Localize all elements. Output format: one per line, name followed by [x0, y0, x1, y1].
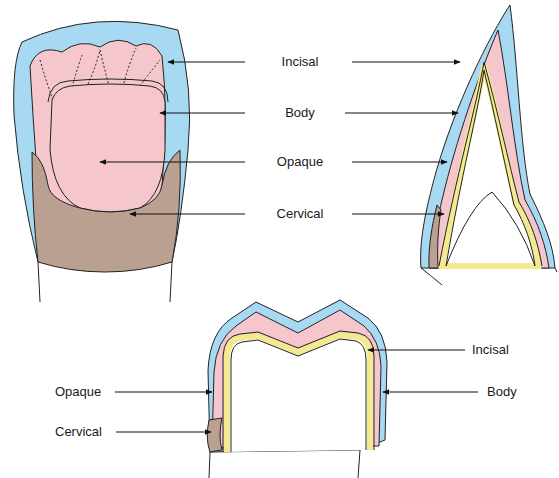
- incisal-layer: [421, 5, 555, 268]
- coping-outline: [439, 62, 542, 266]
- leader-arrow: [368, 349, 465, 350]
- leader-arrow: [352, 161, 447, 162]
- leader-arrow: [352, 61, 460, 62]
- layer-label: Incisal: [472, 342, 509, 358]
- cervical-layer: [207, 418, 222, 452]
- leader-arrow: [345, 112, 458, 113]
- opaque-layer: [50, 84, 165, 212]
- leader-arrow: [130, 213, 245, 214]
- incisal-layer: [208, 300, 387, 452]
- side-view: [421, 5, 557, 285]
- layer-label: Body: [487, 384, 517, 400]
- leader-arrow: [383, 391, 478, 392]
- leader-arrow: [116, 431, 211, 432]
- leader-arrow: [100, 161, 245, 162]
- leader-arrow: [168, 61, 245, 62]
- opaque-edge: [48, 79, 168, 102]
- leader-arrow: [352, 213, 444, 214]
- root-outline: [209, 450, 360, 478]
- leader-arrow: [160, 112, 245, 113]
- leader-arrows: [100, 62, 478, 432]
- molar-section: [207, 300, 387, 478]
- layer-label: Cervical: [277, 206, 324, 222]
- prepared-tooth: [421, 192, 557, 285]
- layer-label: Incisal: [282, 54, 319, 70]
- opaque-layer: [227, 335, 370, 452]
- body-layer: [430, 30, 549, 268]
- layer-label: Cervical: [55, 424, 102, 440]
- layer-label: Opaque: [55, 384, 101, 400]
- layer-label: Body: [285, 105, 315, 121]
- coping-outline: [223, 331, 374, 452]
- leader-arrow: [115, 391, 212, 392]
- cervical-layer: [32, 150, 180, 272]
- layer-label: Opaque: [277, 154, 323, 170]
